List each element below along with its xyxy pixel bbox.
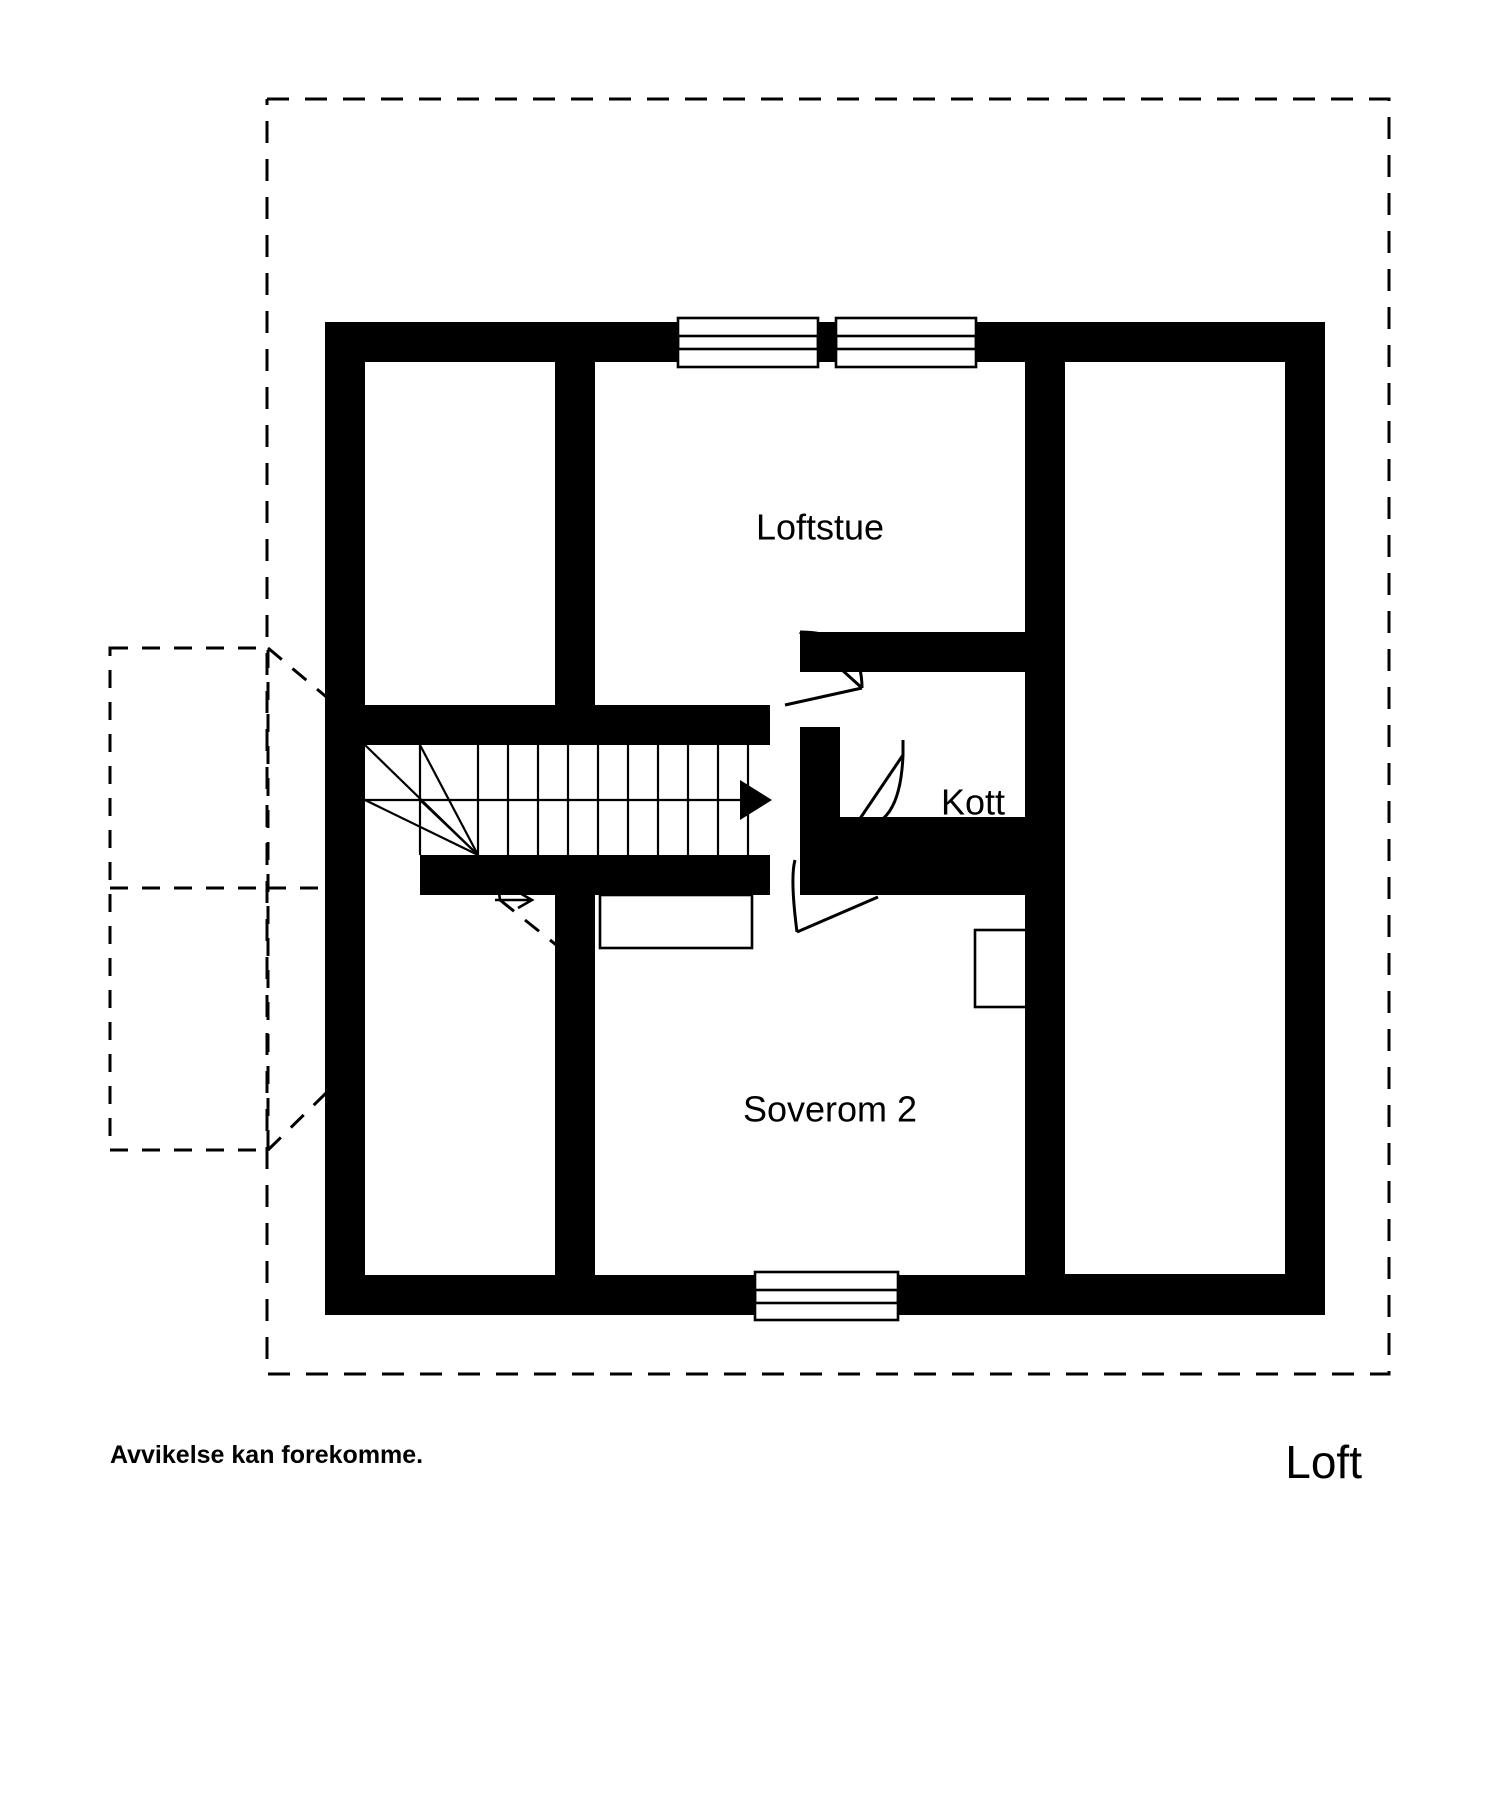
staircase — [364, 744, 772, 856]
disclaimer-note: Avvikelse kan forekomme. — [110, 1441, 423, 1469]
stair-entry-arrow-icon — [495, 883, 576, 962]
door-loftstue-swing-leaf — [798, 630, 864, 690]
door-soverom-leaf — [796, 895, 879, 934]
door-kott-leaf — [853, 754, 905, 827]
kott-shelf-outline — [973, 928, 1055, 1009]
building-walls — [325, 322, 1325, 1315]
door-loftstue-leaf-line — [784, 686, 863, 707]
partition-stair-bottom — [420, 855, 770, 895]
page-title: Loft — [1285, 1436, 1362, 1488]
partition-kott-bottom — [800, 817, 1025, 857]
room-void-stair-landing — [365, 855, 420, 895]
under-stair-closet-outline — [598, 893, 754, 950]
interior-partitions — [325, 322, 1065, 1315]
window-top-right — [834, 316, 978, 369]
partition-stair-top — [325, 705, 770, 745]
partition-soverom-vertical — [555, 895, 595, 1275]
partition-east-vertical — [1025, 322, 1065, 1315]
room-label-soverom-2: Soverom 2 — [743, 1089, 917, 1130]
room-void-east-strip — [1065, 362, 1285, 1274]
room-void-soverom2-main — [595, 895, 1025, 1275]
window-top-left — [676, 316, 820, 369]
partition-loftstue-vertical — [555, 362, 595, 727]
windows — [676, 316, 978, 1322]
roof-outline-dashed — [265, 97, 1391, 1376]
window-bottom — [753, 1270, 900, 1322]
room-label-loftstue: Loftstue — [756, 507, 884, 548]
door-swings — [495, 630, 905, 962]
room-void-soverom2-west — [365, 895, 555, 1275]
stair-winders — [364, 744, 479, 856]
partition-stair-nib — [420, 855, 460, 895]
door-kott-arc — [854, 754, 905, 828]
door-loftstue-swing-arc — [799, 630, 864, 689]
door-soverom-arc — [791, 859, 799, 933]
room-void-loftstue-west — [365, 362, 555, 727]
room-label-kott: Kott — [941, 782, 1005, 823]
room-void-hall-lower — [770, 817, 800, 895]
room-void-hall-top-opening — [770, 625, 800, 660]
adjacent-unit-dashed-outline — [108, 646, 327, 1152]
room-void-kott — [840, 672, 1025, 817]
kott-fixture-dot-icon — [955, 846, 995, 886]
stair-direction-arrow-icon — [740, 780, 772, 820]
